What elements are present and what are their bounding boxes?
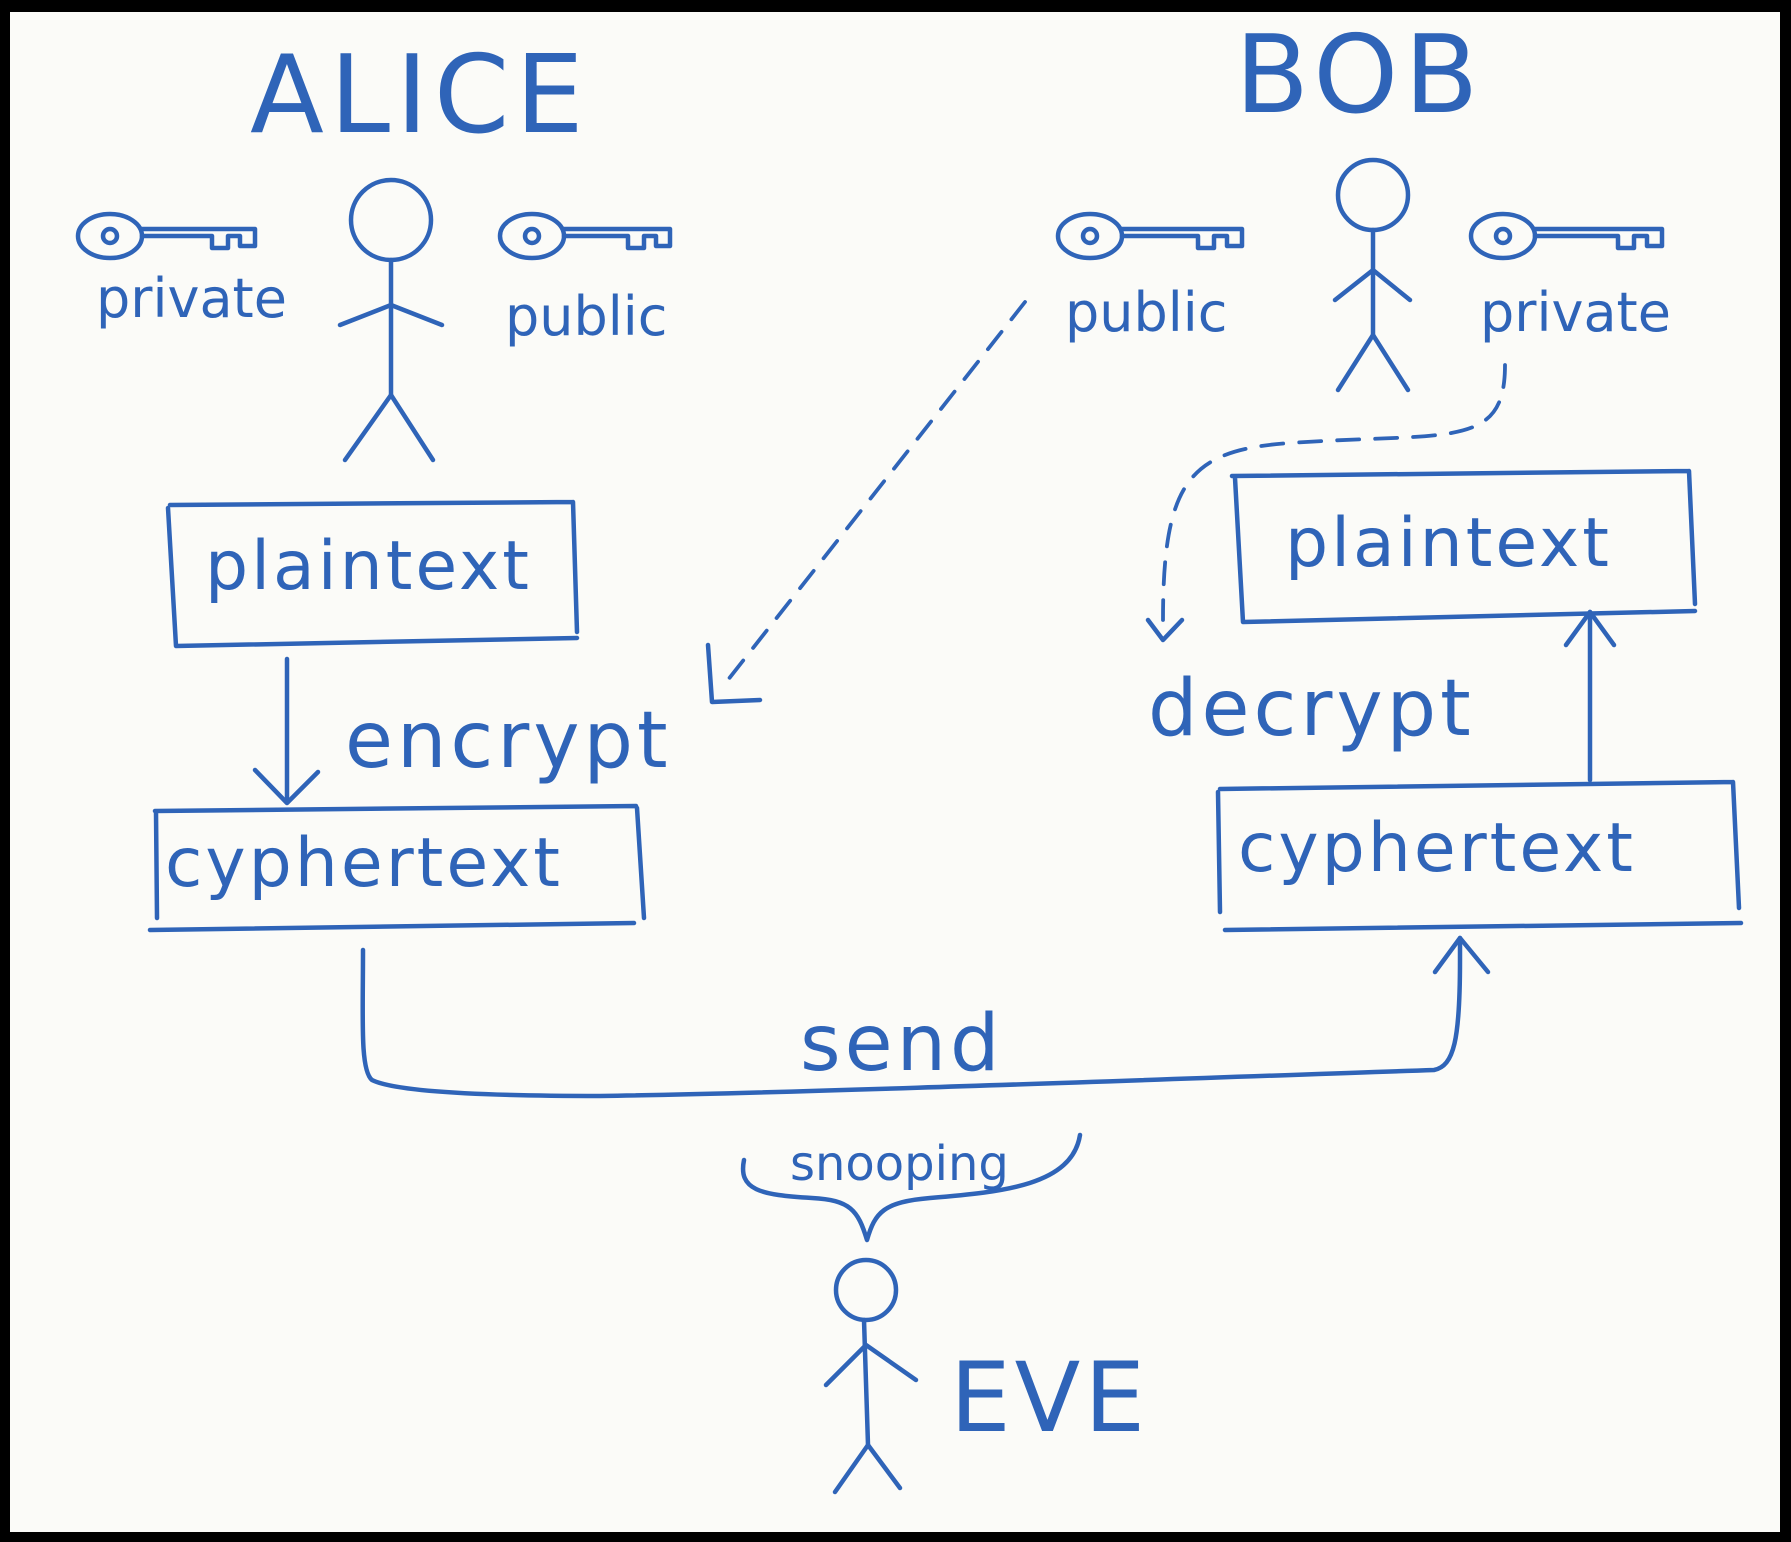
alice-plaintext-box bbox=[165, 499, 580, 649]
eve-figure-icon bbox=[823, 1257, 919, 1495]
alice-cyphertext-label: cyphertext bbox=[165, 824, 563, 903]
alice-public-key-label: public bbox=[505, 285, 668, 348]
alice-name: ALICE bbox=[250, 33, 590, 158]
alice-private-key-icon bbox=[75, 211, 258, 261]
send-channel-line bbox=[360, 935, 1491, 1099]
private-key-arrowhead-icon bbox=[1145, 617, 1185, 643]
bob-private-key-icon bbox=[1468, 211, 1665, 261]
private-key-dashed-link bbox=[1161, 363, 1507, 622]
eve-name: EVE bbox=[950, 1342, 1149, 1454]
bob-cyphertext-box bbox=[1215, 779, 1744, 933]
alice-cyphertext-box bbox=[147, 803, 647, 933]
alice-public-key-icon bbox=[497, 211, 673, 261]
snooping-brace bbox=[740, 1132, 1083, 1243]
public-key-dashed-link bbox=[718, 300, 1027, 692]
snooping-label: snooping bbox=[790, 1136, 1009, 1192]
bob-public-key-label: public bbox=[1065, 281, 1228, 344]
bob-cyphertext-label: cyphertext bbox=[1238, 809, 1636, 888]
bob-decrypt-label: decrypt bbox=[1148, 664, 1475, 754]
bob-figure-icon bbox=[1332, 157, 1413, 393]
bob-public-key-icon bbox=[1055, 211, 1245, 261]
send-label: send bbox=[800, 999, 1004, 1089]
encrypt-arrow-icon bbox=[252, 656, 321, 806]
decrypt-arrow-icon bbox=[1563, 609, 1617, 783]
alice-figure-icon bbox=[337, 177, 445, 463]
public-key-arrowhead-icon bbox=[705, 642, 763, 705]
bob-private-key-label: private bbox=[1480, 281, 1671, 344]
bob-plaintext-box bbox=[1229, 468, 1698, 625]
bob-plaintext-label: plaintext bbox=[1285, 504, 1612, 583]
alice-encrypt-label: encrypt bbox=[345, 696, 672, 786]
alice-plaintext-label: plaintext bbox=[205, 527, 532, 606]
alice-private-key-label: private bbox=[96, 267, 287, 330]
bob-name: BOB bbox=[1235, 13, 1485, 138]
